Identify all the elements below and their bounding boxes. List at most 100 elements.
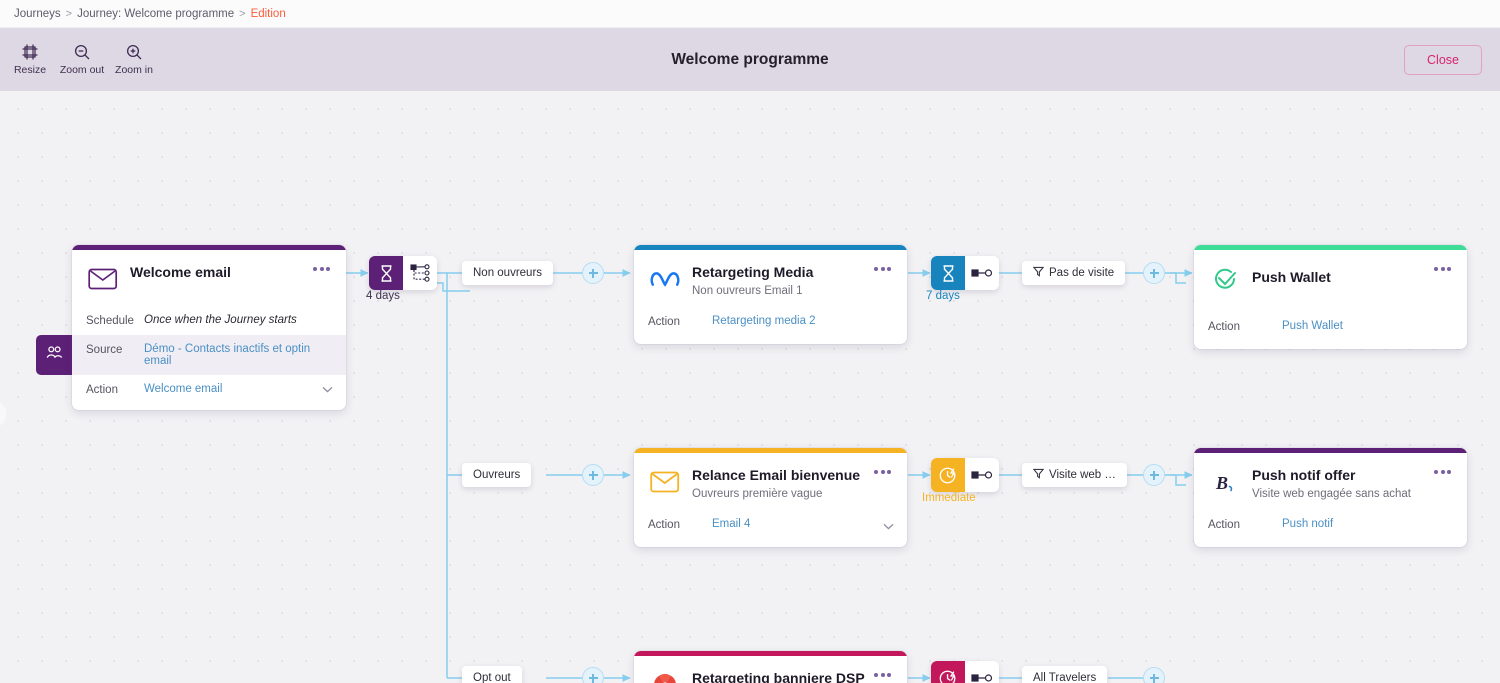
wait-node-immediate-middle[interactable]: [931, 458, 999, 492]
card-row-action[interactable]: Action Push Wallet: [1194, 306, 1467, 349]
card-menu-button[interactable]: [870, 669, 895, 681]
filter-icon: [1032, 468, 1045, 482]
zoom-in-label: Zoom in: [115, 64, 153, 76]
row-value[interactable]: Welcome email: [144, 383, 223, 395]
card-menu-button[interactable]: [870, 466, 895, 478]
wait-node-4-days[interactable]: [369, 256, 437, 290]
single-link-icon: [965, 458, 999, 492]
row-value[interactable]: Email 4: [712, 517, 751, 530]
chip-label: Visite web …: [1049, 469, 1116, 481]
add-step-button[interactable]: [1143, 464, 1165, 486]
row-key: Action: [1208, 321, 1240, 333]
card-title: Retargeting Media: [692, 264, 814, 280]
card-menu-button[interactable]: [309, 263, 334, 275]
card-push-wallet[interactable]: Push Wallet Action Push Wallet: [1194, 245, 1467, 349]
card-relance-email[interactable]: Relance Email bienvenue Ouvreurs premièr…: [634, 448, 907, 547]
card-header: Push Wallet: [1194, 250, 1467, 306]
chip-opt-out[interactable]: Opt out: [462, 666, 522, 683]
card-title: Welcome email: [130, 264, 231, 280]
card-menu-button[interactable]: [1430, 263, 1455, 275]
breadcrumb-separator: >: [239, 7, 246, 20]
chevron-down-icon[interactable]: [883, 521, 894, 530]
chip-pas-de-visite[interactable]: Pas de visite: [1022, 261, 1126, 285]
row-key: Schedule: [86, 315, 134, 327]
clock-bolt-icon: [931, 458, 965, 492]
card-title: Retargeting banniere DSP: [692, 670, 865, 683]
row-key: Action: [648, 315, 680, 328]
row-value[interactable]: Push Wallet: [1282, 320, 1343, 332]
split-branch-icon: [403, 256, 437, 290]
add-step-button[interactable]: [1143, 667, 1165, 683]
card-retargeting-banniere-dsp[interactable]: Retargeting banniere DSP Contact opt out…: [634, 651, 907, 683]
chip-label: Pas de visite: [1049, 267, 1115, 279]
wait-node-7-days-label: 7 days: [926, 290, 960, 302]
breadcrumb: Journeys > Journey: Welcome programme > …: [0, 0, 1500, 28]
card-push-notif-offer[interactable]: B Push notif offer Visite web engagée sa…: [1194, 448, 1467, 547]
resize-label: Resize: [13, 64, 47, 76]
row-key: Action: [1208, 518, 1240, 531]
card-accent-bar: [634, 245, 907, 250]
breadcrumb-item-journey[interactable]: Journey: Welcome programme: [77, 7, 235, 20]
card-accent-bar: [634, 448, 907, 453]
card-retargeting-media[interactable]: Retargeting Media Non ouvreurs Email 1 A…: [634, 245, 907, 344]
card-menu-button[interactable]: [870, 263, 895, 275]
card-row-action[interactable]: Action Email 4: [634, 510, 907, 547]
chip-visite-web[interactable]: Visite web …: [1022, 463, 1127, 487]
add-step-button[interactable]: [1143, 262, 1165, 284]
source-badge[interactable]: [36, 335, 72, 375]
zoom-out-button[interactable]: Zoom out: [56, 28, 108, 91]
zoom-in-icon: [125, 43, 143, 61]
card-row-source[interactable]: Source Démo - Contacts inactifs et optin…: [72, 335, 346, 375]
svg-text:B: B: [1215, 473, 1228, 493]
zoom-in-button[interactable]: Zoom in: [108, 28, 160, 91]
chip-non-ouvreurs[interactable]: Non ouvreurs: [462, 261, 554, 285]
card-title: Relance Email bienvenue: [692, 467, 861, 483]
chip-label: Opt out: [473, 672, 511, 683]
envelope-icon: [648, 465, 682, 499]
card-header: Relance Email bienvenue Ouvreurs premièr…: [634, 453, 907, 510]
add-step-button[interactable]: [582, 464, 604, 486]
filter-icon: [1032, 266, 1045, 280]
card-row-action[interactable]: Action Retargeting media 2: [634, 307, 907, 344]
chip-label: All Travelers: [1033, 672, 1097, 683]
wait-node-7-days[interactable]: [931, 256, 999, 290]
chip-ouvreurs[interactable]: Ouvreurs: [462, 463, 532, 487]
resize-button[interactable]: Resize: [4, 28, 56, 91]
zoom-out-label: Zoom out: [59, 64, 105, 76]
meta-infinity-icon: [648, 262, 682, 296]
row-value[interactable]: Retargeting media 2: [712, 314, 816, 327]
chip-all-travelers[interactable]: All Travelers: [1022, 666, 1108, 683]
hourglass-icon: [931, 256, 965, 290]
chevron-down-icon[interactable]: [322, 384, 333, 393]
breadcrumb-item-journeys[interactable]: Journeys: [14, 7, 61, 20]
add-step-button[interactable]: [582, 262, 604, 284]
left-panel-handle[interactable]: [0, 401, 6, 427]
card-row-action[interactable]: Action Welcome email: [72, 375, 346, 410]
chip-label: Ouvreurs: [473, 469, 521, 481]
row-value[interactable]: Démo - Contacts inactifs et optin email: [144, 343, 311, 367]
card-welcome-email[interactable]: Welcome email Schedule Once when the Jou…: [72, 245, 346, 410]
single-link-icon: [965, 661, 999, 683]
journey-canvas[interactable]: Welcome email Schedule Once when the Jou…: [0, 91, 1500, 683]
page-title: Welcome programme: [671, 50, 829, 68]
card-row-action[interactable]: Action Push notif: [1194, 510, 1467, 547]
envelope-icon: [86, 262, 120, 296]
card-menu-button[interactable]: [1430, 466, 1455, 478]
add-step-button[interactable]: [582, 667, 604, 683]
wallet-check-icon: [1208, 262, 1242, 296]
close-button[interactable]: Close: [1404, 44, 1482, 75]
card-title: Push notif offer: [1252, 467, 1356, 483]
row-key: Action: [648, 518, 680, 531]
card-accent-bar: [1194, 448, 1467, 453]
card-header: Welcome email: [72, 250, 346, 306]
card-accent-bar: [634, 651, 907, 656]
editor-toolbar: Resize Zoom out Zoom in Welcome programm…: [0, 28, 1500, 91]
card-header: Retargeting Media Non ouvreurs Email 1: [634, 250, 907, 307]
audience-people-icon: [44, 343, 64, 368]
row-value: Once when the Journey starts: [144, 314, 297, 326]
wait-node-immediate-bottom[interactable]: [931, 661, 999, 683]
card-row-schedule: Schedule Once when the Journey starts: [72, 306, 346, 335]
wait-node-immediate-middle-label: Immediate: [922, 492, 976, 504]
resize-icon: [21, 43, 39, 61]
row-value[interactable]: Push notif: [1282, 517, 1334, 530]
